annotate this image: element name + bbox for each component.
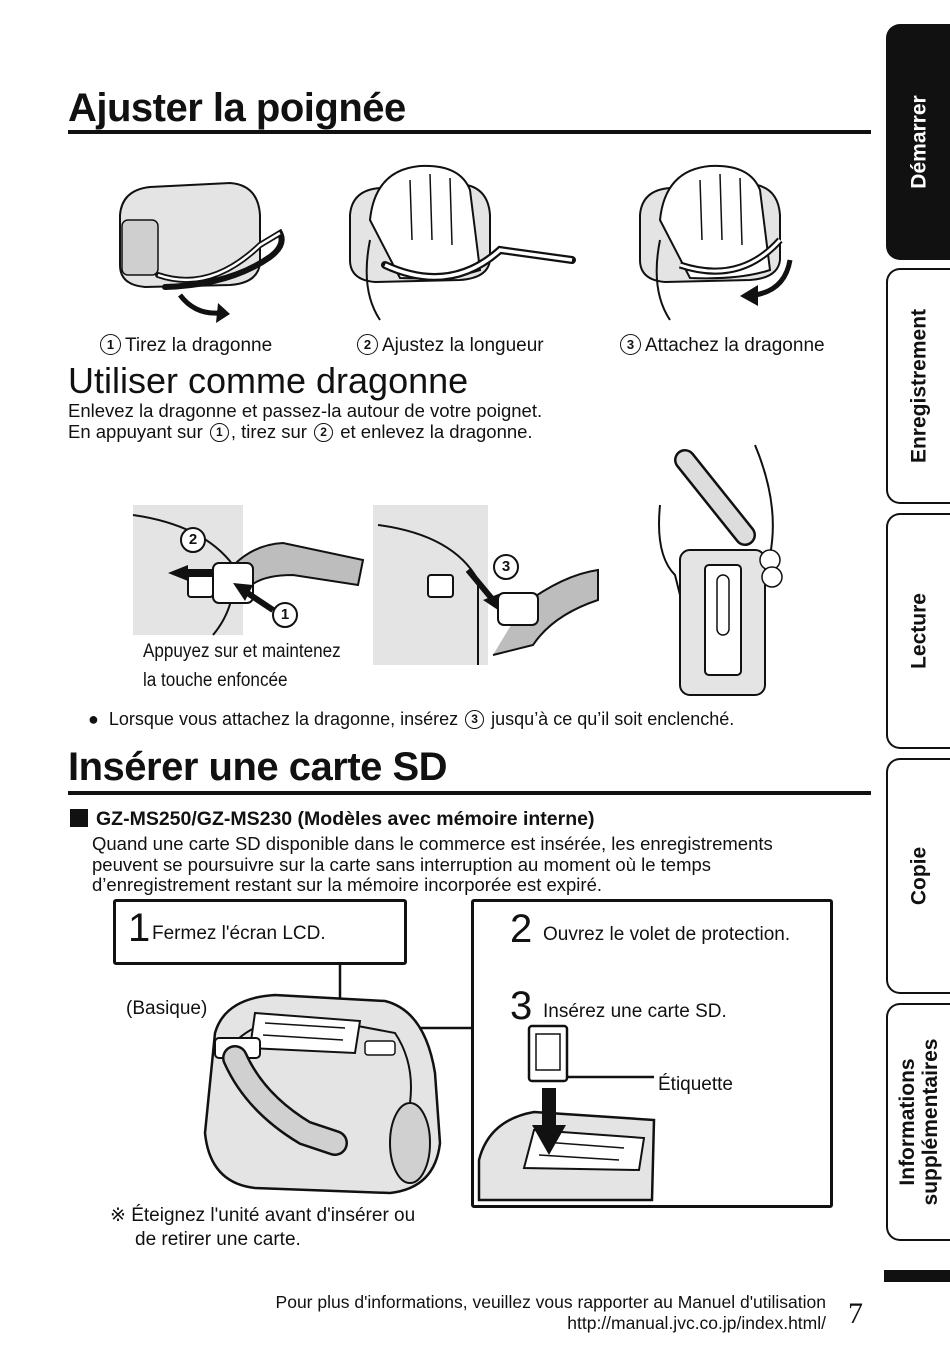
tab-lecture[interactable]: Lecture <box>886 513 950 749</box>
basic-label: (Basique) <box>126 998 208 1019</box>
step2-number: 2 <box>510 907 533 951</box>
illustration-insert-strap <box>373 505 599 665</box>
step23-box: 2 Ouvrez le volet de protection. 3 Insér… <box>471 899 833 1208</box>
illustration-attach-strap <box>639 164 793 321</box>
footer-info: Pour plus d'informations, veuillez vous … <box>276 1292 826 1334</box>
tab-end-bar <box>884 1270 950 1282</box>
step1-text: Fermez l'écran LCD. <box>152 923 326 944</box>
step-number-2: 2 <box>357 334 378 355</box>
illustration-sd-insert <box>477 1024 656 1202</box>
step-label-3: Attachez la dragonne <box>645 335 825 356</box>
step2-text: Ouvrez le volet de protection. <box>543 924 791 945</box>
bullet-icon: ● <box>88 709 99 729</box>
inline-number-2: 2 <box>314 423 334 442</box>
sd-desc-line-3: d’enregistrement restant sur la mémoire … <box>92 874 603 895</box>
note-mark: ※ <box>110 1205 126 1226</box>
sd-description: Quand une carte SD disponible dans le co… <box>92 833 773 896</box>
sd-desc-line-1: Quand une carte SD disponible dans le co… <box>92 833 773 854</box>
wrist-line-1: Enlevez la dragonne et passez-la autour … <box>68 400 543 421</box>
wrist-line-2c: et enlevez la dragonne. <box>340 421 533 442</box>
power-off-note: ※ Éteignez l'unité avant d'insérer ou de… <box>110 1204 415 1252</box>
tab-lecture-label: Lecture <box>907 593 931 669</box>
note-line-1: Éteignez l'unité avant d'insérer ou <box>131 1205 416 1226</box>
illustration-hand-strap <box>658 444 783 696</box>
fig-label-3: 3 <box>501 558 511 575</box>
footer-url[interactable]: http://manual.jvc.co.jp/index.html/ <box>567 1313 826 1333</box>
step1-number: 1 <box>128 906 151 950</box>
label-tag: Étiquette <box>658 1074 733 1095</box>
tab-demarrer-label: Démarrer <box>907 95 931 189</box>
title-rule-2 <box>68 791 871 795</box>
bullet-text-a: Lorsque vous attachez la dragonne, insér… <box>108 709 459 729</box>
wrist-line-2a: En appuyant sur <box>68 421 203 442</box>
step-number-3: 3 <box>620 334 641 355</box>
tab-informations-label: Informations supplémentaires <box>896 1038 942 1206</box>
model-heading: GZ-MS250/GZ-MS230 (Modèles avec mémoire … <box>70 808 595 831</box>
wrist-line-2: En appuyant sur 1, tirez sur 2 et enleve… <box>68 421 533 442</box>
note-line-2: de retirer une carte. <box>135 1229 301 1250</box>
bullet-text-b: jusqu’à ce qu’il soit enclenché. <box>491 709 735 729</box>
illustration-pull-strap <box>119 181 285 323</box>
step3-text: Insérez une carte SD. <box>543 1001 727 1022</box>
title-rule <box>68 130 871 134</box>
section-title-grip: Ajuster la poignée <box>68 86 406 130</box>
fig-label-2: 2 <box>188 531 198 548</box>
press-hold-note: Appuyez sur et maintenez la touche enfon… <box>143 637 341 695</box>
footer-line-1: Pour plus d'informations, veuillez vous … <box>275 1292 826 1312</box>
tab-copie-label: Copie <box>907 846 931 906</box>
press-note-line-2: la touche enfoncée <box>143 670 288 691</box>
step1-box: 1 Fermez l'écran LCD. <box>113 899 407 965</box>
tab-demarrer[interactable]: Démarrer <box>886 24 950 260</box>
illustration-release-strap <box>132 505 365 636</box>
press-note-line-1: Appuyez sur et maintenez <box>143 641 341 662</box>
tab-enregistrement-label: Enregistrement <box>907 308 931 464</box>
tab-enregistrement[interactable]: Enregistrement <box>886 268 950 504</box>
square-bullet-icon <box>70 809 88 827</box>
inline-number-1: 1 <box>209 423 229 442</box>
section-title-wrist: Utiliser comme dragonne <box>68 360 469 401</box>
step3-number: 3 <box>510 984 533 1028</box>
illustration-camcorder-sd <box>203 993 442 1195</box>
step-label-1: Tirez la dragonne <box>125 335 273 356</box>
tab-copie[interactable]: Copie <box>886 758 950 994</box>
wrist-line-2b: , tirez sur <box>230 421 307 442</box>
fig-label-1: 1 <box>280 606 290 623</box>
model-heading-text: GZ-MS250/GZ-MS230 (Modèles avec mémoire … <box>96 808 595 830</box>
bullet-number-3: 3 <box>465 710 485 729</box>
sd-desc-line-2: peuvent se poursuivre sur la carte sans … <box>92 853 712 875</box>
step-number-1: 1 <box>100 334 121 355</box>
step-label-2: Ajustez la longueur <box>382 335 544 356</box>
page-number: 7 <box>848 1297 863 1330</box>
section-title-sd: Insérer une carte SD <box>68 745 448 789</box>
tab-informations[interactable]: Informations supplémentaires <box>886 1003 950 1241</box>
attach-bullet: ● Lorsque vous attachez la dragonne, ins… <box>88 709 734 730</box>
illustration-adjust-length <box>349 164 576 321</box>
